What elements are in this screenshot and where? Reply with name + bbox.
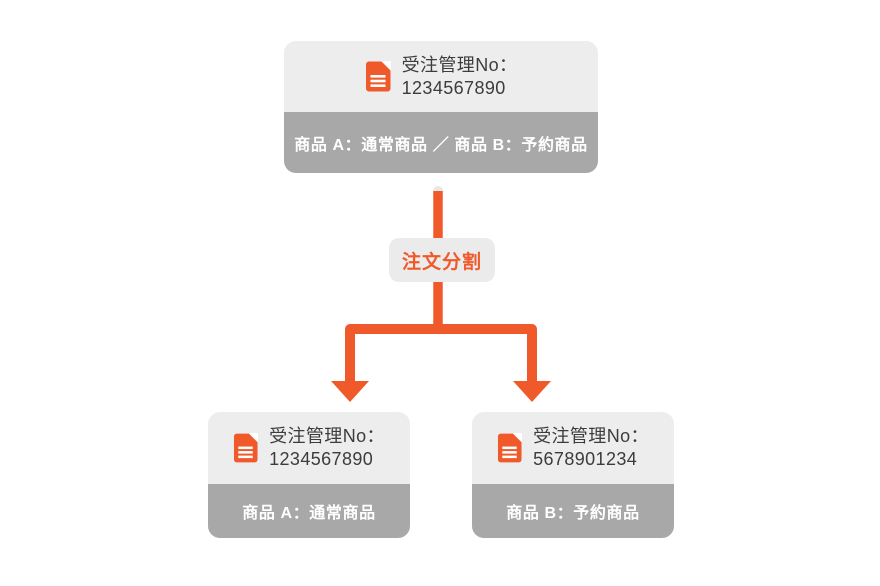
right-order-card-items: 商品 B：予約商品 (472, 484, 674, 538)
top-order-card-text: 受注管理No： 1234567890 (402, 54, 518, 100)
left-order-card-main: 受注管理No： 1234567890 (208, 412, 410, 484)
document-icon (365, 61, 391, 92)
left-arrowhead (331, 381, 369, 402)
top-order-card: 受注管理No： 1234567890 商品 A：通常商品 ／ 商品 B：予約商品 (284, 41, 598, 173)
order-no-value: 1234567890 (401, 77, 506, 98)
right-order-card: 受注管理No： 5678901234 商品 B：予約商品 (472, 412, 674, 538)
left-order-card-items: 商品 A：通常商品 (208, 484, 410, 538)
split-label: 注文分割 (389, 238, 495, 282)
top-order-card-items: 商品 A：通常商品 ／ 商品 B：予約商品 (284, 112, 598, 173)
order-no-value: 5678901234 (533, 449, 638, 469)
order-no-label: 受注管理No： (269, 426, 385, 446)
left-order-card-text: 受注管理No： 1234567890 (269, 425, 385, 471)
top-order-card-main: 受注管理No： 1234567890 (284, 41, 598, 112)
right-order-card-main: 受注管理No： 5678901234 (472, 412, 674, 484)
right-order-card-text: 受注管理No： 5678901234 (533, 425, 649, 471)
order-no-value: 1234567890 (269, 449, 374, 469)
arrow-split-bar (345, 324, 537, 383)
document-icon (234, 433, 259, 463)
order-no-label: 受注管理No： (533, 426, 649, 446)
order-no-label: 受注管理No： (401, 54, 518, 75)
document-icon (498, 433, 523, 463)
right-arrowhead (513, 381, 551, 402)
left-order-card: 受注管理No： 1234567890 商品 A：通常商品 (208, 412, 410, 538)
